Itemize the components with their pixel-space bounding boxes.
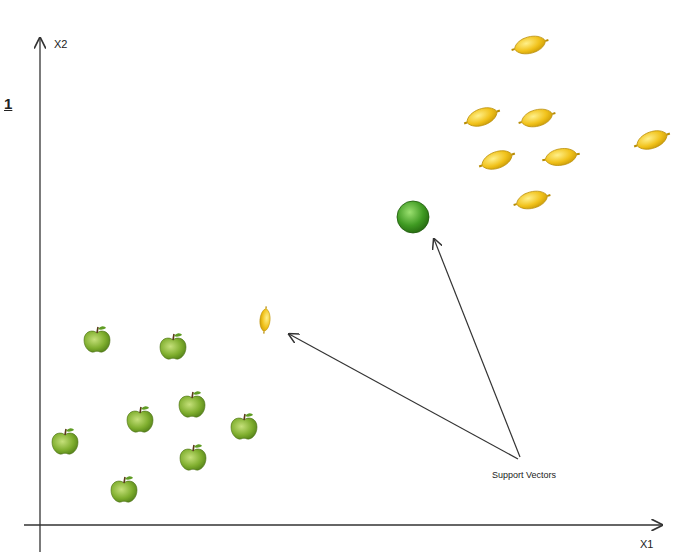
leader-line — [434, 239, 520, 457]
apple-icon — [160, 333, 186, 359]
apple-icon — [52, 428, 78, 454]
lemon-support-vector — [259, 306, 272, 334]
apple-icon — [179, 391, 205, 417]
lemon-icon — [541, 146, 581, 169]
fruit-group — [52, 32, 673, 502]
lemon-icon — [510, 32, 551, 58]
y-axis — [39, 38, 40, 552]
apple-icon — [180, 444, 206, 470]
leader-line — [289, 334, 518, 459]
lemon-icon — [512, 187, 553, 213]
support-vector-leaders — [289, 239, 520, 459]
axis-label: X2 — [54, 38, 67, 50]
lemon-icon — [461, 103, 502, 132]
axis-label: X1 — [640, 538, 653, 550]
apple-icon — [127, 406, 153, 432]
apple-icon — [84, 326, 110, 352]
axes — [24, 38, 662, 552]
lemon-icon — [476, 146, 517, 175]
lemon-icon — [517, 105, 558, 131]
lime-support-vector — [397, 201, 429, 233]
x-axis — [24, 524, 662, 525]
apple-icon — [231, 413, 257, 439]
annotation-label: Support Vectors — [492, 471, 556, 481]
apple-icon — [111, 476, 137, 502]
callout-number: 1 — [4, 96, 12, 113]
lemon-icon — [631, 126, 672, 155]
